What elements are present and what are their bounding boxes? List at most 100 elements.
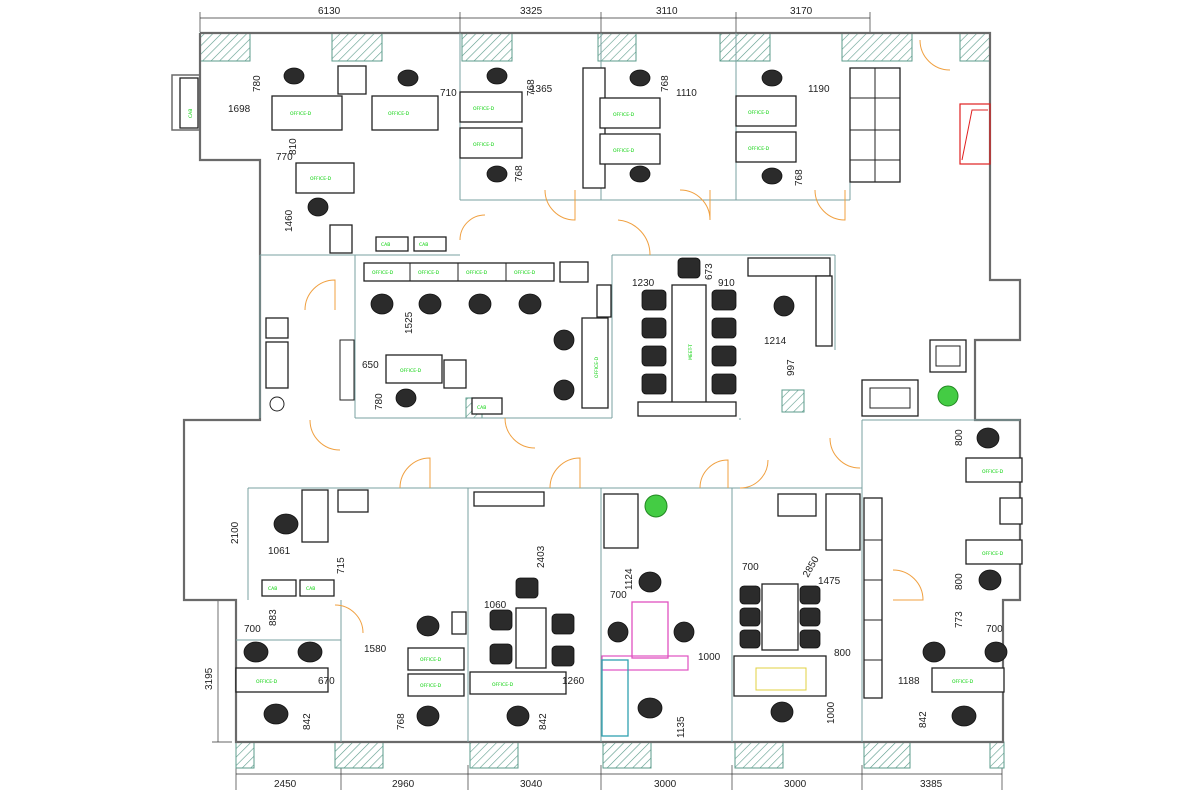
office-chair-icon [711, 373, 737, 395]
office-chair-icon [799, 629, 821, 649]
window-hatch-icon [199, 32, 1005, 769]
dim-interior: 700 [742, 562, 759, 573]
office-chair-icon [641, 373, 667, 395]
dim-interior: 715 [336, 557, 347, 574]
desk-label: OFFICE-D [952, 679, 974, 685]
dim-interior: 768 [660, 75, 671, 92]
dim-interior: 1188 [898, 676, 920, 687]
dim-top-2: 3325 [520, 6, 543, 17]
dim-bottom-4: 3000 [654, 779, 677, 790]
dim-interior: 700 [244, 624, 261, 635]
desk-label: OFFICE-D [400, 368, 422, 374]
desk-label: OFFICE-D [372, 270, 394, 276]
office-chair-icon [761, 69, 783, 87]
dim-interior: 768 [794, 169, 805, 186]
dim-interior: 1000 [826, 701, 837, 724]
dim-top-1: 6130 [318, 6, 341, 17]
dim-interior: 780 [374, 393, 385, 410]
dim-bottom-5: 3000 [784, 779, 807, 790]
dim-interior: 1110 [676, 88, 697, 99]
office-chair-icon [976, 427, 1000, 449]
office-chair-icon [922, 641, 946, 663]
office-chair-icon [273, 513, 299, 535]
desk-label: OFFICE-D [388, 111, 410, 117]
office-chair-icon [489, 643, 513, 665]
pantry-area [265, 317, 355, 412]
desk-label: OFFICE-D [290, 111, 312, 117]
office-chair-icon [629, 69, 651, 87]
office-chair-icon [607, 621, 629, 643]
dim-bottom-6: 3385 [920, 779, 943, 790]
cabinet-label: CAB [306, 586, 315, 592]
dim-interior: 768 [396, 713, 407, 730]
office-chair-icon [489, 609, 513, 631]
dim-interior: 800 [954, 573, 965, 590]
desk-label: OFFICE-D [473, 106, 495, 112]
office-chair-icon [641, 289, 667, 311]
dim-interior: 768 [526, 79, 537, 96]
office-chair-icon [978, 569, 1002, 591]
top-dimension-line: 6130 3325 3110 3170 [199, 6, 871, 32]
exterior-walls [171, 31, 1022, 744]
dim-interior: 842 [302, 713, 313, 730]
office-chair-icon [739, 585, 761, 605]
sink-icon [269, 396, 285, 412]
dim-left-1: 3195 [204, 667, 215, 690]
office-chair-icon [770, 701, 794, 723]
office-chair-icon [629, 165, 651, 183]
office-chair-icon [551, 613, 575, 635]
desk-label: OFFICE-D [748, 146, 770, 152]
office-chair-icon [799, 607, 821, 627]
desk-label: OFFICE-D [420, 657, 442, 663]
office-chair-icon [297, 641, 323, 663]
office-chair-icon [263, 703, 289, 725]
dim-top-4: 3170 [790, 6, 813, 17]
room-bottom-3: OFFICE-D [469, 491, 575, 727]
cabinet-label: CAB [381, 242, 390, 248]
desk-label: OFFICE-D [420, 683, 442, 689]
office-chair-icon [370, 293, 394, 315]
dim-interior: 1260 [562, 676, 585, 687]
cabinet-label: CAB [419, 242, 428, 248]
office-chair-icon [243, 641, 269, 663]
office-chair-icon [677, 257, 701, 279]
office-chair-icon [641, 317, 667, 339]
cabinet-label: CAB [477, 405, 486, 411]
dim-bottom-1: 2450 [274, 779, 297, 790]
desk-label: OFFICE-D [466, 270, 488, 276]
room-bottom-5 [733, 493, 883, 723]
dim-interior: 1124 [624, 568, 635, 590]
meeting-table-label: MEET-T [688, 344, 694, 360]
room-bottom-4 [601, 493, 695, 737]
dim-interior: 1190 [808, 84, 830, 95]
office-chair-icon [638, 571, 662, 593]
office-chair-icon [395, 388, 417, 408]
dim-interior: 650 [362, 360, 379, 371]
dim-interior: 710 [440, 88, 457, 99]
fire-cabinet-icon [959, 103, 991, 165]
dim-bottom-2: 2960 [392, 779, 415, 790]
desk-label: OFFICE-D [418, 270, 440, 276]
teal-cabinet [601, 659, 629, 737]
dim-interior: 780 [252, 75, 263, 92]
workstation-cluster-top-mid: OFFICE-D OFFICE-D OFFICE-D OFFICE-D OFFI… [459, 67, 901, 189]
office-chair-icon [637, 697, 663, 719]
office-chair-icon [418, 293, 442, 315]
dim-interior: 842 [918, 711, 929, 728]
office-chair-icon [515, 577, 539, 599]
dim-interior: 773 [954, 611, 965, 628]
left-dimension-line: 3195 [204, 599, 232, 743]
plant-icon [644, 494, 668, 518]
office-chair-icon [468, 293, 492, 315]
desk-label: OFFICE-D [492, 682, 514, 688]
cabinet-label: CAB [188, 109, 194, 118]
office-chair-icon [518, 293, 542, 315]
dim-interior: 1060 [484, 600, 507, 611]
desk-label: OFFICE-D [514, 270, 536, 276]
dim-interior: 1460 [284, 209, 295, 232]
cabinet-label: CAB [268, 586, 277, 592]
dim-interior: 673 [704, 263, 715, 280]
dim-interior: 1365 [530, 84, 553, 95]
office-chair-icon [307, 197, 329, 217]
